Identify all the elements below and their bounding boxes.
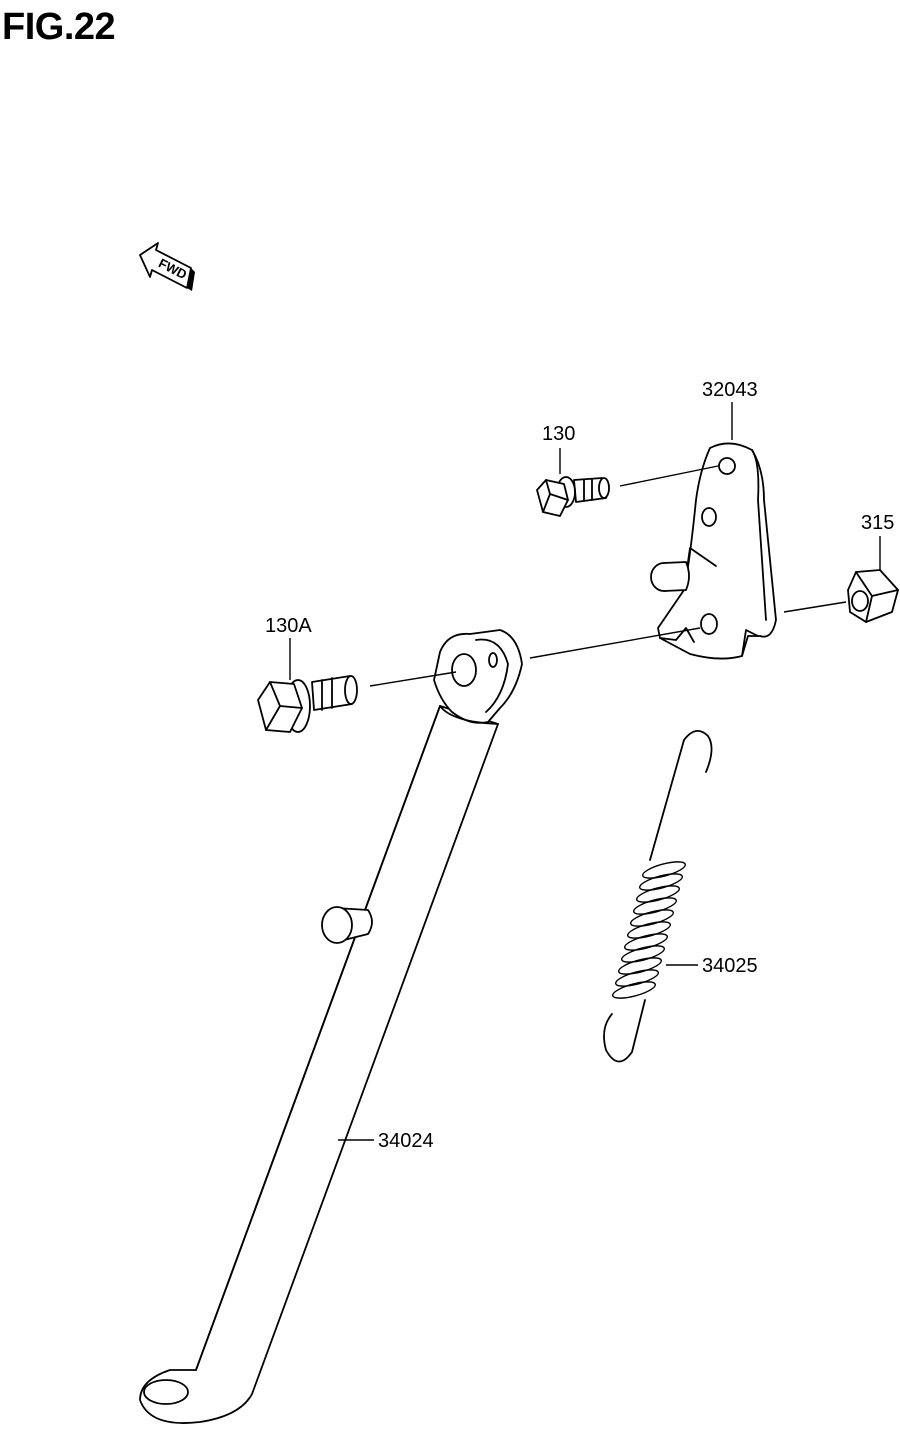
spring-34025	[603, 730, 713, 1063]
spring-coils	[611, 861, 687, 999]
fwd-arrow-icon: FWD	[139, 242, 195, 291]
figure-title: FIG.22	[2, 6, 116, 48]
nut-315	[847, 569, 899, 623]
label-side-stand: 34024	[378, 1130, 434, 1152]
label-bracket: 32043	[702, 379, 758, 401]
assembly-lines	[369, 465, 847, 687]
label-bolt-large: 130A	[265, 615, 312, 637]
label-spring: 34025	[702, 955, 758, 977]
leader-lines	[289, 402, 881, 1141]
bracket-32043	[650, 442, 777, 660]
bolt-130a	[257, 675, 358, 733]
label-bolt-small: 130	[542, 423, 575, 445]
bolt-130	[536, 476, 610, 517]
label-nut: 315	[861, 512, 894, 534]
side-stand-34024	[139, 629, 523, 1424]
